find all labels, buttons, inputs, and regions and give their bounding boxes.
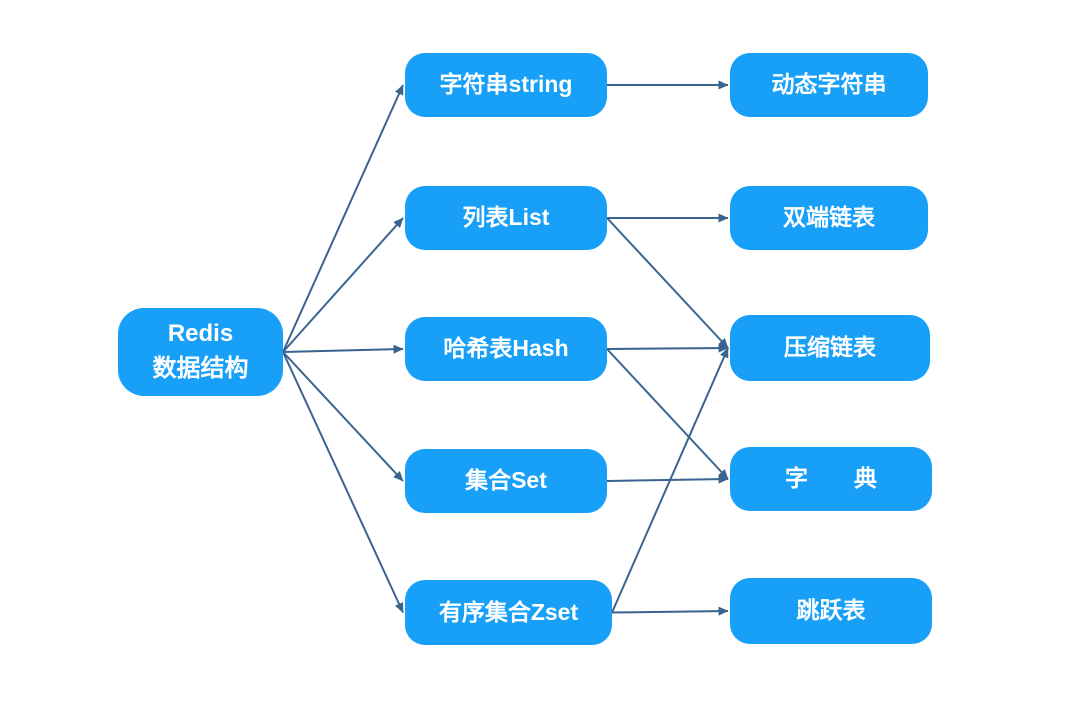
node-hash: 哈希表Hash (405, 317, 607, 381)
node-doubly-linked-list: 双端链表 (730, 186, 928, 250)
edge-zset-skiplist (611, 606, 729, 616)
node-set: 集合Set (405, 449, 607, 513)
node-skiplist-label: 跳跃表 (796, 597, 866, 624)
edge-hash-ziplist (606, 343, 729, 353)
edge-list-ziplist (606, 217, 729, 349)
node-string-label: 字符串string (439, 71, 573, 98)
node-dict: 字 典 (730, 447, 932, 511)
node-sds-label: 动态字符串 (771, 71, 887, 98)
node-list: 列表List (405, 186, 607, 250)
node-zset: 有序集合Zset (405, 580, 612, 645)
node-hash-label: 哈希表Hash (443, 335, 569, 362)
node-redis: Redis 数据结构 (118, 308, 283, 396)
node-ziplist-label: 压缩链表 (784, 334, 876, 361)
edge-redis-zset (282, 351, 404, 613)
edge-zset-ziplist (611, 347, 729, 613)
node-ziplist: 压缩链表 (730, 315, 930, 381)
node-set-label: 集合Set (465, 467, 547, 494)
node-doubly-linked-list-label: 双端链表 (783, 204, 875, 231)
edge-redis-string (282, 84, 404, 353)
edge-redis-list (282, 217, 404, 353)
node-dict-label: 字 典 (785, 465, 877, 492)
node-zset-label: 有序集合Zset (438, 598, 579, 625)
node-string: 字符串string (405, 53, 607, 117)
edge-redis-hash (282, 344, 404, 354)
node-skiplist: 跳跃表 (730, 578, 932, 644)
node-list-label: 列表List (462, 204, 550, 231)
node-redis-label: Redis 数据结构 (152, 320, 249, 382)
edge-set-dict (606, 474, 729, 484)
edge-hash-dict (606, 348, 729, 480)
edge-redis-set (282, 351, 404, 482)
node-sds: 动态字符串 (730, 53, 928, 117)
